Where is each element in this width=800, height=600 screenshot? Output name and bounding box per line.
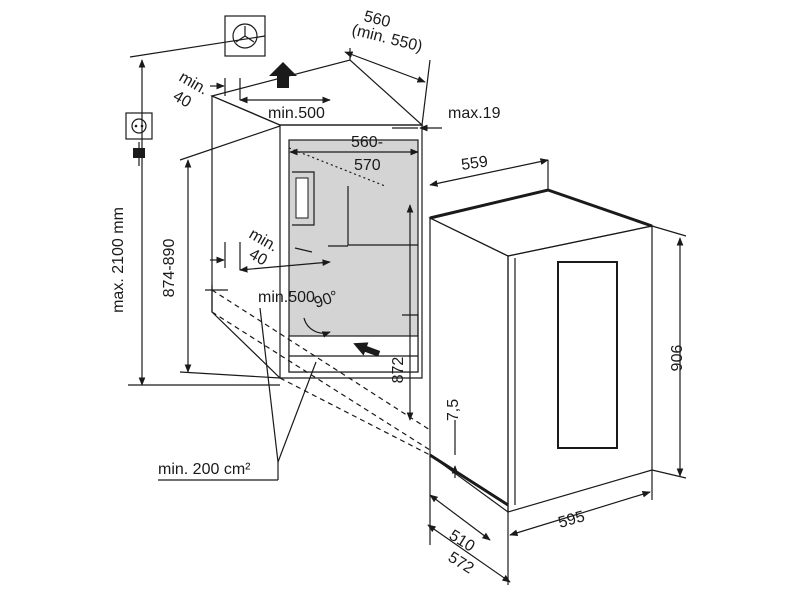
label-bottom-vent-min500: min.500	[258, 289, 315, 306]
ventilation-fan-icon	[129, 15, 266, 58]
label-top-vent-min500: min.500	[268, 105, 325, 122]
label-vent-area: min. 200 cm²	[158, 461, 251, 478]
airflow-up-arrow-icon	[269, 62, 297, 88]
label-height-872: 872	[390, 357, 407, 384]
airflow-in-arrow-icon	[353, 342, 381, 357]
label-depth-572: 572	[445, 549, 477, 578]
label-width-595: 595	[556, 508, 586, 532]
label-depth-560: 560	[362, 8, 392, 31]
label-top-gap-40: 40	[170, 88, 194, 112]
power-plug-icon	[133, 142, 145, 166]
niche-back-panel	[288, 139, 419, 373]
label-inner-560: 560-	[351, 134, 383, 151]
label-max-height-2100: max. 2100 mm	[110, 207, 127, 313]
glass-door-window	[557, 261, 618, 449]
label-inner-570: 570	[354, 157, 381, 174]
label-depth-510: 510	[446, 527, 478, 556]
label-angle-90: 90°	[312, 288, 340, 312]
power-socket-icon	[125, 112, 153, 140]
label-appliance-depth-559: 559	[460, 153, 489, 174]
label-max19: max.19	[448, 105, 501, 122]
label-appliance-height-906: 906	[667, 345, 684, 372]
label-niche-height-874-890: 874-890	[161, 239, 178, 298]
label-plinth-7-5: 7,5	[445, 399, 462, 421]
wine-cooler-appliance	[428, 188, 655, 514]
plinth-vent-panel	[288, 335, 419, 373]
cabinet-niche	[210, 59, 424, 379]
label-bottom-gap-40: 40	[246, 246, 270, 270]
dimension-lines	[128, 48, 687, 585]
